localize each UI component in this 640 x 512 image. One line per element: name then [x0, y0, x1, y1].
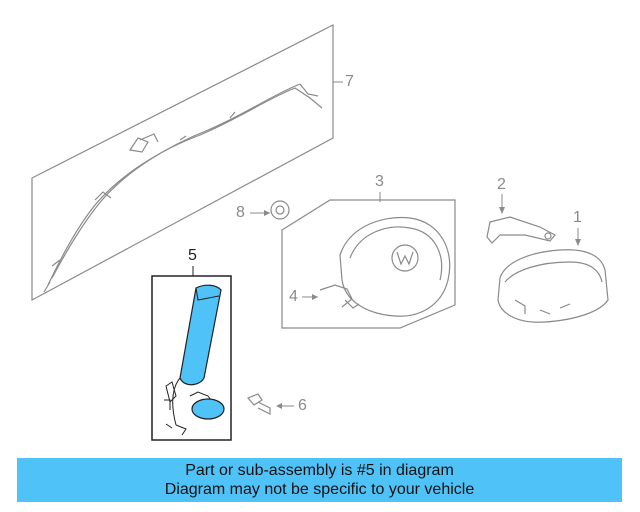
callout-1[interactable]: 1: [573, 209, 582, 226]
part-6-bolt[interactable]: [246, 393, 271, 415]
part-7-box: [31, 24, 334, 302]
callout-6-arrow: [276, 403, 282, 409]
callout-2[interactable]: 2: [497, 176, 506, 193]
callout-3[interactable]: 3: [375, 173, 384, 190]
part-3-driver-airbag[interactable]: [281, 199, 456, 329]
banner-line-1: Part or sub-assembly is #5 in diagram: [185, 462, 454, 479]
callout-4[interactable]: 4: [289, 288, 298, 305]
callout-6[interactable]: 6: [298, 397, 307, 414]
part-5-box: [151, 275, 232, 441]
info-banner: Part or sub-assembly is #5 in diagram Di…: [17, 458, 622, 502]
part-5-knee-airbag[interactable]: [164, 284, 225, 436]
part-7-curtain-airbag[interactable]: [31, 24, 334, 302]
callout-2-arrow: [499, 207, 505, 214]
part-5-airbag-body: [179, 284, 222, 386]
part-3-box: [281, 199, 456, 329]
callout-5[interactable]: 5: [188, 247, 197, 264]
callout-4-arrow: [312, 294, 318, 300]
banner-line-2: Diagram may not be specific to your vehi…: [164, 481, 475, 498]
part-8-grommet[interactable]: [270, 200, 290, 220]
part-2-bracket[interactable]: [486, 216, 556, 244]
callout-7[interactable]: 7: [345, 73, 354, 90]
callout-1-arrow: [575, 239, 581, 246]
part-1-passenger-airbag[interactable]: [497, 249, 609, 323]
callout-8[interactable]: 8: [236, 204, 245, 221]
callout-8-arrow: [264, 210, 270, 216]
